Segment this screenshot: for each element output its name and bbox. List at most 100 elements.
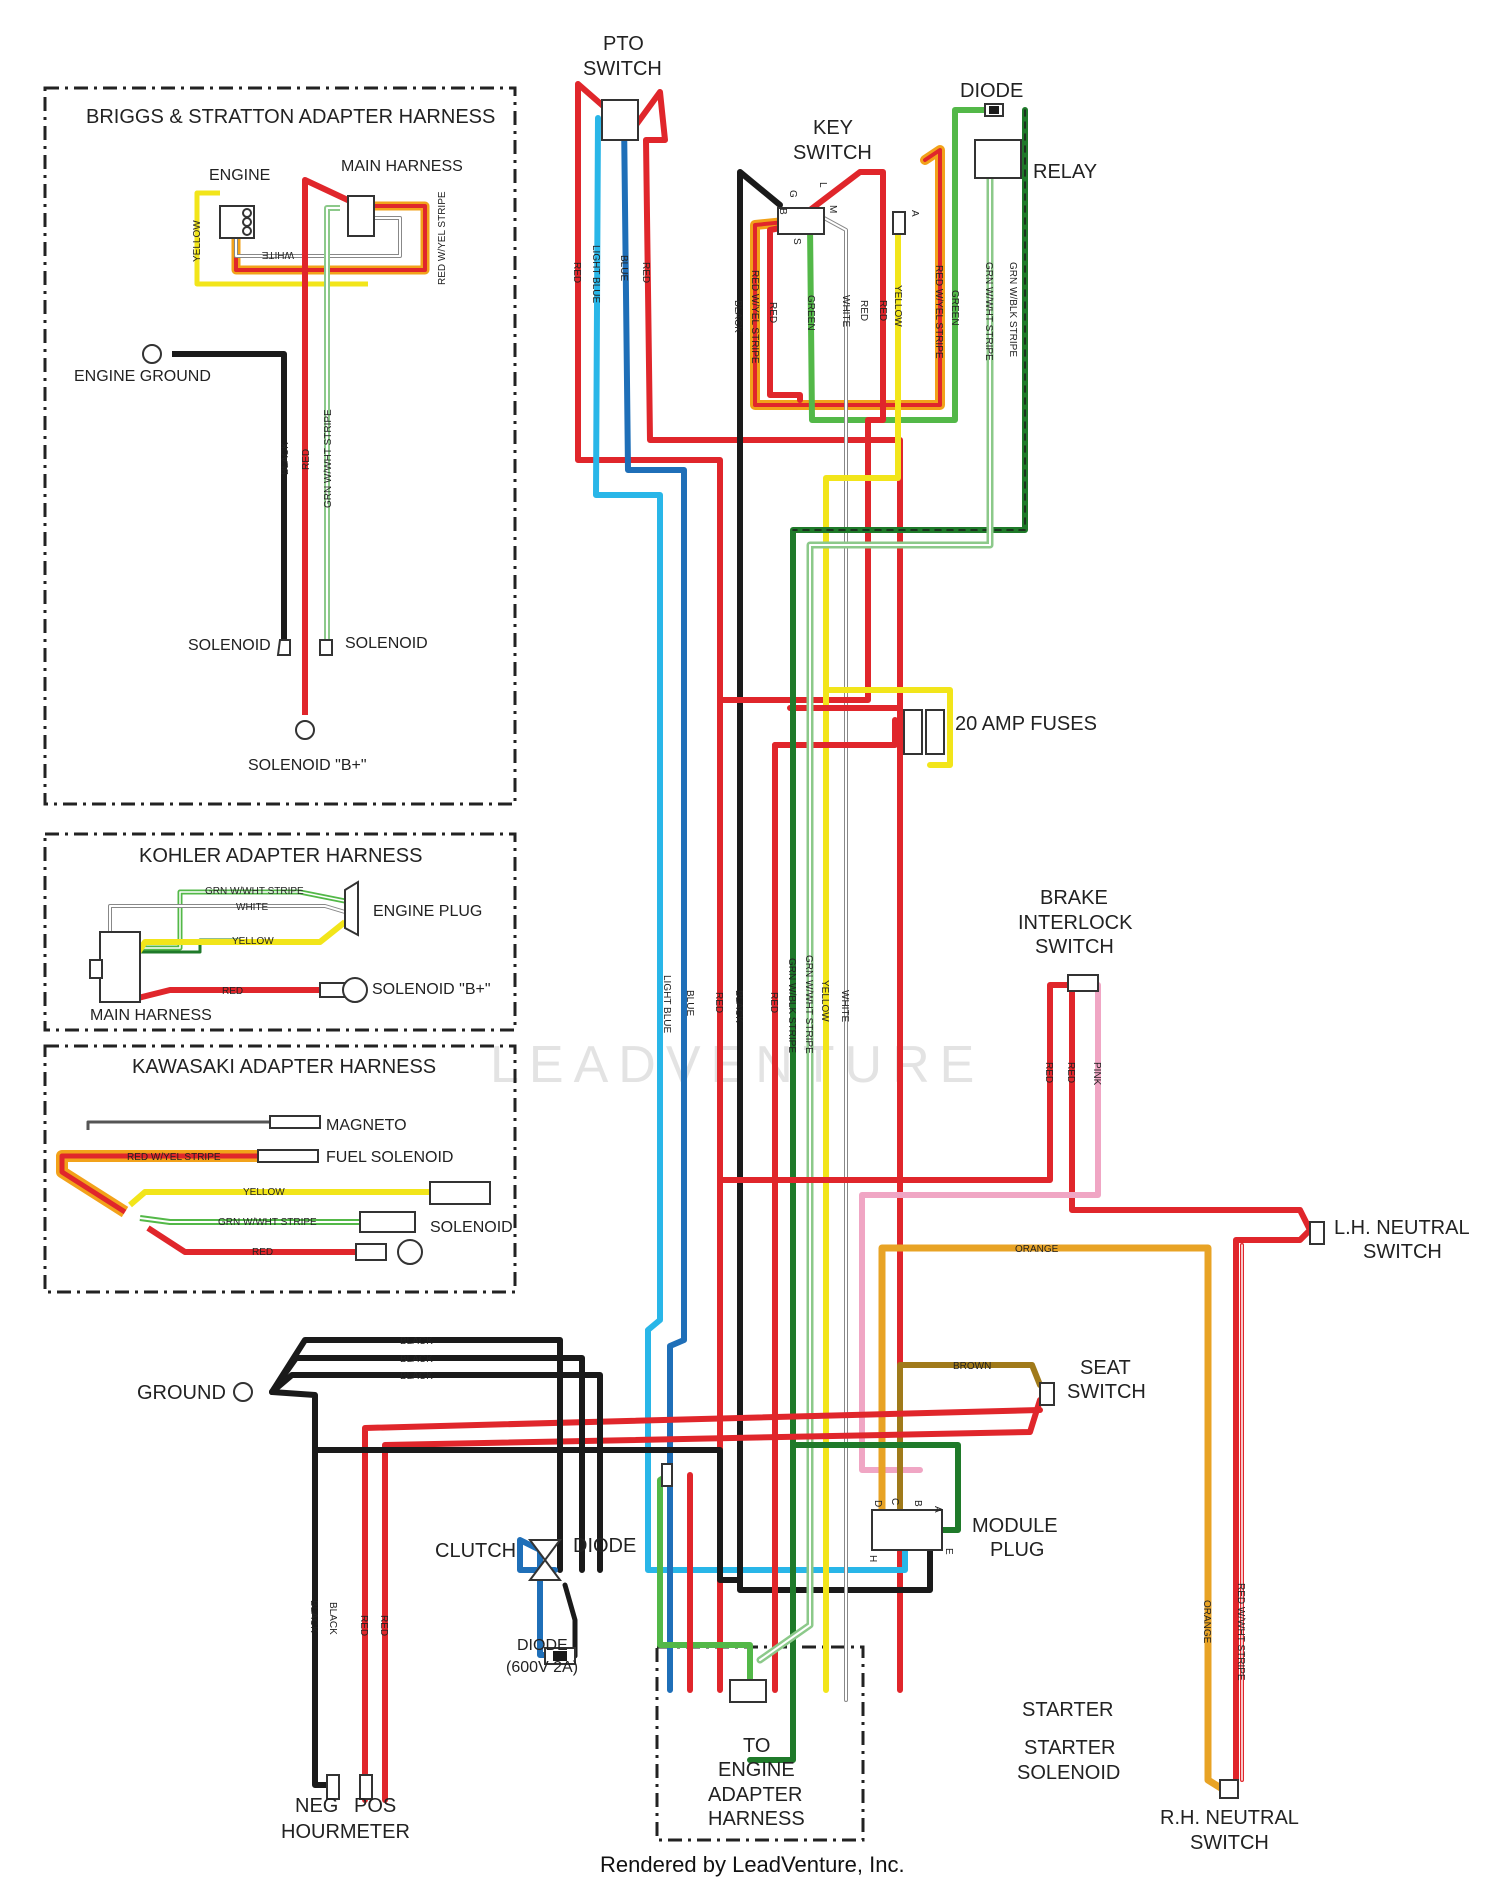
fuse-holder-right — [925, 709, 945, 755]
wl-key-red3: RED — [877, 300, 888, 321]
wl-key-white: WHITE — [840, 295, 851, 328]
lh-neutral-label-1: L.H. NEUTRAL — [1334, 1217, 1470, 1239]
wl-key-yellow: YELLOW — [892, 285, 903, 327]
engine-adapter-plug — [729, 1679, 767, 1703]
diode-mid-label: DIODE — [573, 1535, 636, 1557]
kohler-wire-white: WHITE — [236, 902, 269, 913]
pto-switch-body — [601, 99, 639, 141]
kawasaki-wire-yellow: YELLOW — [243, 1187, 285, 1198]
key-terminal-b: B — [777, 208, 788, 215]
diode-top-label: DIODE — [960, 80, 1023, 102]
wl-trunk-black: BLACK — [733, 990, 744, 1023]
engine-adapter-label-2: ENGINE — [718, 1759, 795, 1781]
clutch-body — [528, 1539, 562, 1581]
kohler-title: KOHLER ADAPTER HARNESS — [139, 845, 422, 867]
key-terminal-l: L — [817, 182, 828, 188]
briggs-wire-grn: GRN W/WHT STRIPE — [323, 409, 334, 508]
wl-trunk-blue: BLUE — [684, 990, 695, 1016]
rh-neutral-label-1: R.H. NEUTRAL — [1160, 1807, 1299, 1829]
kohler-solenoid-b-label: SOLENOID "B+" — [372, 981, 491, 998]
wl-key-red2: RED — [858, 300, 869, 321]
wl-trunk-red1: RED — [713, 992, 724, 1013]
wl-brown: BROWN — [953, 1361, 991, 1372]
wl-pto-lightblue: LIGHT BLUE — [590, 245, 601, 303]
kawasaki-title: KAWASAKI ADAPTER HARNESS — [132, 1056, 436, 1078]
key-label-1: KEY — [813, 117, 853, 139]
lh-neutral-label-2: SWITCH — [1363, 1241, 1442, 1263]
watermark: LEADVENTURE — [490, 1036, 984, 1094]
starter-solenoid-label-1: STARTER — [1024, 1737, 1116, 1759]
lower-wire-labels: ORANGE ORANGE RED W/WHT STRIPE BROWN BLA… — [308, 1244, 1246, 1681]
wl-trunk-red2: RED — [768, 992, 779, 1013]
seat-label-1: SEAT — [1080, 1357, 1131, 1379]
wl-key-red: RED — [767, 302, 778, 323]
kohler-connectors — [89, 880, 368, 1003]
kawasaki-wire-redyel: RED W/YEL STRIPE — [127, 1152, 221, 1163]
briggs-wire-white: WHITE — [261, 249, 294, 260]
briggs-wire-black: BLACK — [280, 442, 291, 475]
mid-diode-body — [661, 1463, 673, 1487]
kawasaki-wire-red: RED — [252, 1247, 273, 1258]
briggs-wiring — [172, 177, 430, 715]
hourmeter-pos-terminal — [359, 1774, 373, 1800]
key-terminal-s: S — [791, 238, 802, 245]
fuse-holder-left — [903, 709, 923, 755]
pto-label-2: SWITCH — [583, 58, 662, 80]
wl-pto-red-right: RED — [640, 262, 651, 283]
briggs-solenoid-right: SOLENOID — [345, 635, 428, 652]
wl-trunk-yellow: YELLOW — [819, 980, 830, 1022]
wl-ground-black1: BLACK — [400, 1336, 433, 1347]
kohler-wire-grn: GRN W/WHT STRIPE — [205, 886, 304, 897]
component-labels: PTO SWITCH KEY SWITCH DIODE RELAY 20 AMP… — [137, 33, 1470, 1854]
key-label-2: SWITCH — [793, 142, 872, 164]
main-harness-wires — [269, 81, 1313, 1803]
brake-switch-body — [1067, 974, 1099, 992]
module-terminal-c: C — [889, 1498, 900, 1505]
relay-body — [974, 139, 1022, 179]
rh-neutral-label-2: SWITCH — [1190, 1832, 1269, 1854]
briggs-wire-redyel: RED W/YEL STRIPE — [437, 191, 448, 285]
module-plug-body — [871, 1509, 943, 1551]
wl-pto-blue: BLUE — [618, 255, 629, 281]
briggs-engine-label: ENGINE — [209, 167, 270, 184]
wl-trunk-white: WHITE — [839, 990, 850, 1023]
wl-relay-green: GREEN — [949, 290, 960, 326]
module-terminal-b: B — [912, 1500, 923, 1507]
seat-switch-body — [1039, 1382, 1055, 1406]
key-terminal-m: M — [827, 205, 838, 213]
wl-relay-redyel: RED W/YEL STRIPE — [933, 265, 944, 359]
kohler-wire-yellow: YELLOW — [232, 936, 274, 947]
wl-trunk-lightblue: LIGHT BLUE — [661, 975, 672, 1033]
kohler-main-harness-label: MAIN HARNESS — [90, 1007, 212, 1024]
briggs-solenoid-left: SOLENOID — [188, 637, 271, 654]
wl-hourmeter-red1: RED — [358, 1615, 369, 1636]
module-terminal-a: A — [932, 1506, 943, 1513]
module-label-2: PLUG — [990, 1539, 1044, 1561]
fuses-label: 20 AMP FUSES — [955, 713, 1097, 735]
briggs-engine-ground-label: ENGINE GROUND — [74, 368, 211, 385]
module-label-1: MODULE — [972, 1515, 1058, 1537]
rh-neutral-body — [1219, 1779, 1239, 1799]
pto-label-1: PTO — [603, 33, 644, 55]
hourmeter-neg-terminal — [326, 1774, 340, 1800]
kawasaki-wire-grn: GRN W/WHT STRIPE — [218, 1217, 317, 1228]
wl-hourmeter-black2: BLACK — [327, 1602, 338, 1635]
wl-ground-black3: BLACK — [400, 1371, 433, 1382]
hourmeter-neg-label: NEG — [295, 1795, 338, 1817]
kohler-wiring — [108, 889, 351, 1003]
kawasaki-wiring — [56, 1120, 430, 1255]
brake-label-3: SWITCH — [1035, 936, 1114, 958]
kawasaki-fuel-solenoid-label: FUEL SOLENOID — [326, 1149, 453, 1166]
wl-key-green: GREEN — [805, 295, 816, 331]
briggs-title: BRIGGS & STRATTON ADAPTER HARNESS — [86, 106, 495, 128]
engine-adapter-box — [655, 1645, 865, 1842]
briggs-main-harness-label: MAIN HARNESS — [341, 158, 463, 175]
briggs-connectors — [142, 195, 375, 740]
module-terminal-h: H — [867, 1555, 878, 1562]
wl-hourmeter-black1: BLACK — [308, 1600, 319, 1633]
engine-adapter-label-3: ADAPTER — [708, 1784, 802, 1806]
wl-trunk-grnblk: GRN W/BLK STRIPE — [786, 958, 797, 1053]
engine-adapter-label-1: TO — [743, 1735, 770, 1757]
kawasaki-connectors — [257, 1115, 491, 1265]
wl-orange-vertical: ORANGE — [1201, 1600, 1212, 1644]
